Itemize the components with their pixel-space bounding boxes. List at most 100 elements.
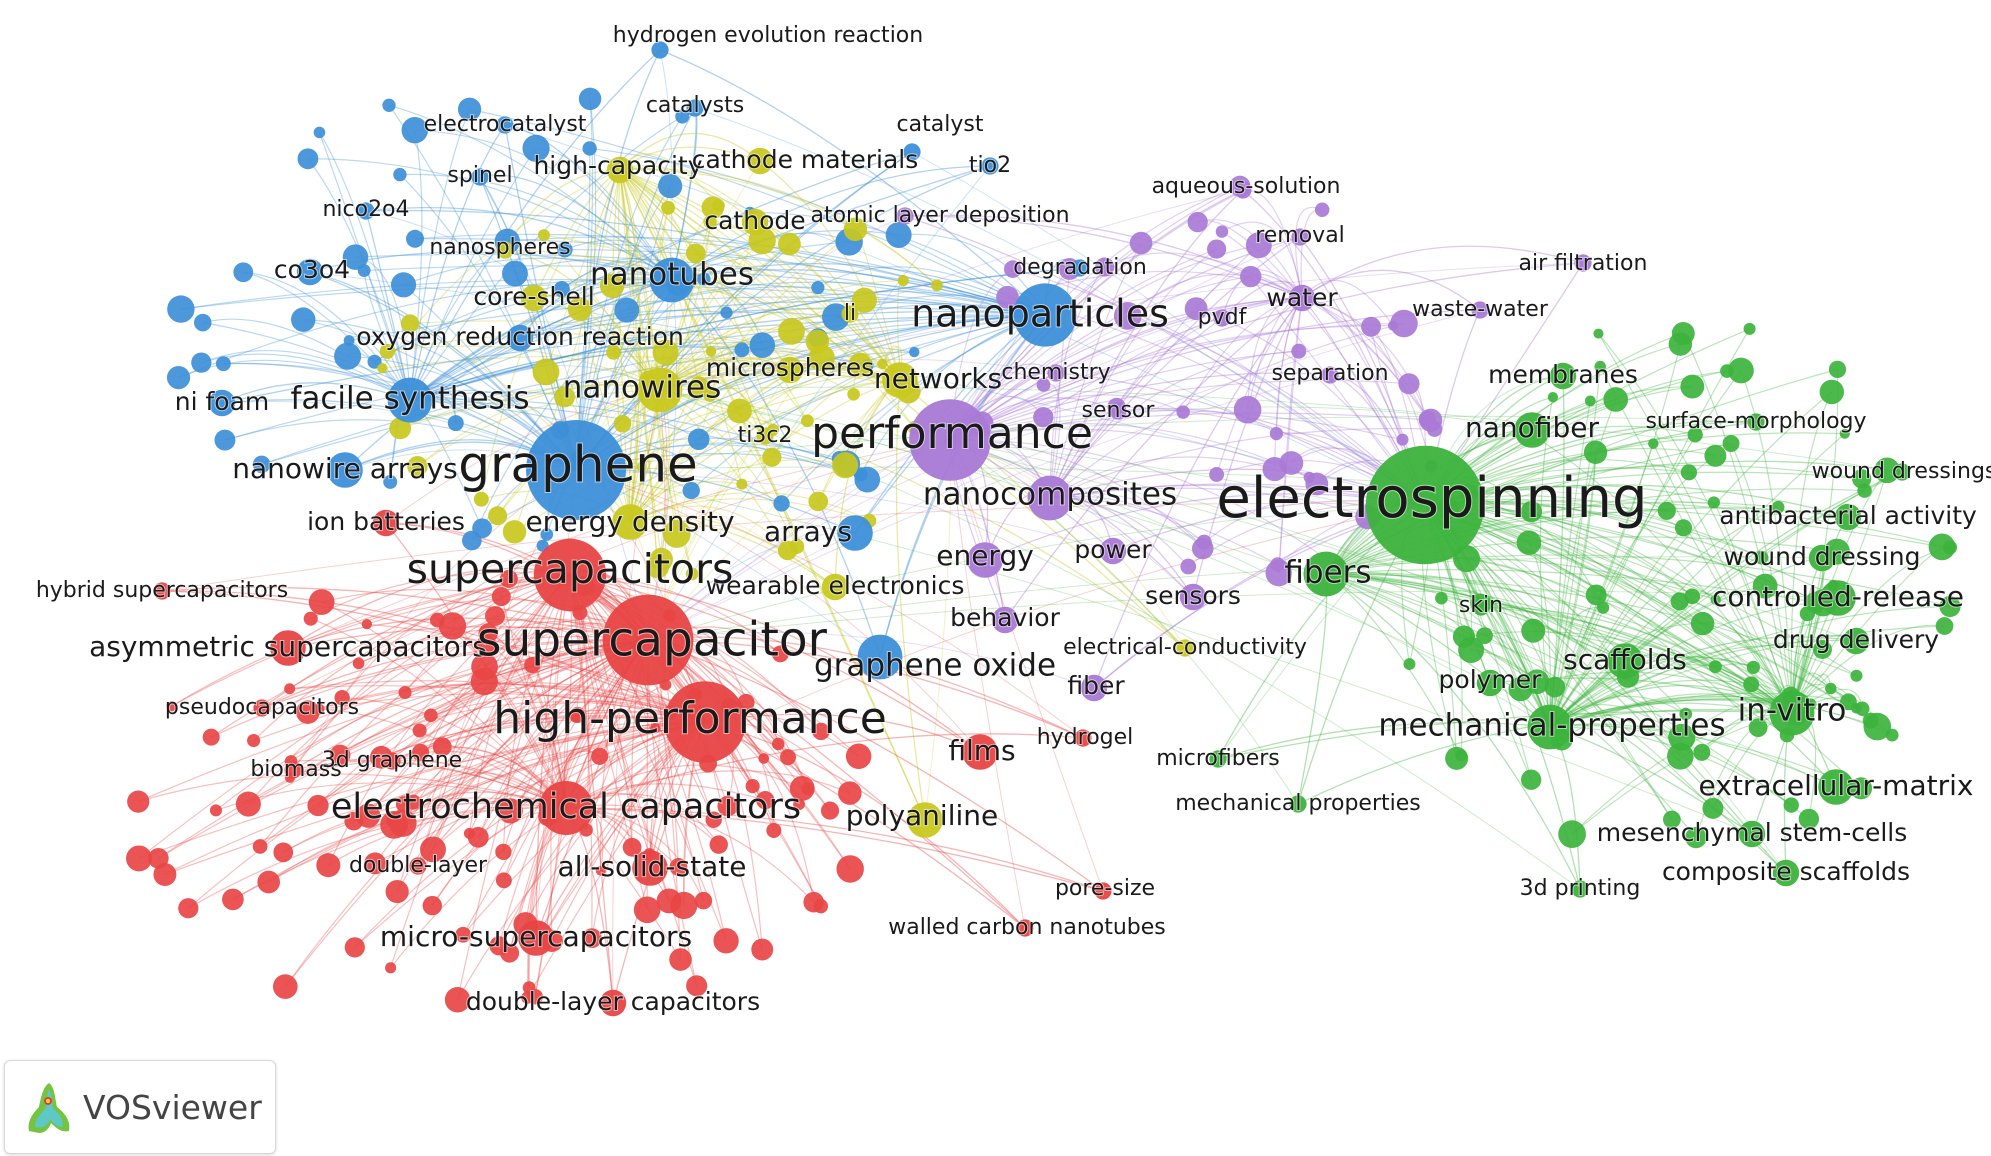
node-label[interactable]: aqueous-solution	[1151, 173, 1342, 200]
network-node[interactable]	[387, 377, 433, 423]
node-label[interactable]: sensors	[1144, 580, 1242, 611]
node-label[interactable]: microfibers	[1155, 745, 1281, 772]
network-node[interactable]	[1213, 309, 1231, 327]
network-node[interactable]	[1476, 669, 1504, 697]
network-node[interactable]	[1109, 402, 1127, 420]
network-node[interactable]	[896, 207, 914, 225]
network-node-unlabeled[interactable]	[851, 287, 877, 313]
network-node-unlabeled[interactable]	[522, 134, 550, 162]
network-node-unlabeled[interactable]	[567, 297, 592, 322]
network-node-unlabeled[interactable]	[191, 352, 212, 373]
network-node-unlabeled[interactable]	[489, 936, 509, 956]
network-node-unlabeled[interactable]	[342, 244, 369, 270]
network-node-unlabeled[interactable]	[502, 520, 527, 544]
network-node-unlabeled[interactable]	[820, 801, 840, 820]
network-node-unlabeled[interactable]	[1743, 322, 1756, 335]
network-node-unlabeled[interactable]	[422, 895, 442, 916]
network-node[interactable]	[1769, 690, 1815, 736]
network-node[interactable]	[1842, 627, 1870, 655]
network-node-unlabeled[interactable]	[1690, 611, 1715, 636]
node-label[interactable]: performance	[810, 407, 1094, 460]
network-node-unlabeled[interactable]	[1662, 810, 1681, 829]
node-label[interactable]: nico2o4	[321, 196, 410, 223]
network-node[interactable]	[372, 509, 400, 537]
network-node-unlabeled[interactable]	[1361, 316, 1382, 337]
node-label[interactable]: micro-supercapacitors	[379, 919, 693, 954]
network-node-unlabeled[interactable]	[1939, 595, 1961, 618]
network-node-unlabeled[interactable]	[1184, 297, 1208, 321]
network-node-unlabeled[interactable]	[1668, 723, 1696, 751]
node-label[interactable]: water	[1265, 282, 1339, 313]
network-node[interactable]	[1016, 919, 1034, 937]
network-node-unlabeled[interactable]	[407, 456, 428, 477]
network-node-unlabeled[interactable]	[272, 974, 298, 999]
node-label[interactable]: surface-morphology	[1644, 408, 1867, 435]
network-node-unlabeled[interactable]	[646, 555, 670, 579]
network-node[interactable]	[1834, 503, 1862, 531]
network-node-unlabeled[interactable]	[1452, 625, 1476, 648]
network-node[interactable]	[471, 168, 489, 186]
network-node-unlabeled[interactable]	[1935, 617, 1954, 635]
network-node-unlabeled[interactable]	[1521, 618, 1546, 643]
network-node-unlabeled[interactable]	[257, 870, 281, 894]
node-label[interactable]: co3o4	[273, 254, 351, 285]
network-node-unlabeled[interactable]	[1722, 435, 1740, 453]
network-node-unlabeled[interactable]	[1684, 588, 1701, 605]
network-node-unlabeled[interactable]	[1305, 472, 1329, 496]
node-label[interactable]: nanofiber	[1464, 410, 1600, 445]
network-node-unlabeled[interactable]	[485, 605, 505, 626]
network-node-unlabeled[interactable]	[897, 275, 909, 287]
network-node[interactable]	[962, 734, 998, 770]
network-node-unlabeled[interactable]	[1196, 534, 1212, 550]
network-node[interactable]	[1176, 639, 1194, 657]
node-label[interactable]: oxygen reduction reaction	[355, 321, 685, 352]
network-node-unlabeled[interactable]	[650, 723, 661, 734]
network-node-unlabeled[interactable]	[389, 417, 412, 440]
network-node[interactable]	[981, 157, 999, 175]
network-node-unlabeled[interactable]	[652, 339, 679, 366]
network-node-unlabeled[interactable]	[771, 737, 785, 751]
network-node-unlabeled[interactable]	[813, 899, 829, 914]
network-node-unlabeled[interactable]	[686, 975, 708, 997]
network-node[interactable]	[526, 420, 626, 520]
network-node[interactable]	[1738, 820, 1766, 848]
network-node-unlabeled[interactable]	[524, 656, 541, 674]
node-label[interactable]: chemistry	[1000, 359, 1111, 386]
network-node[interactable]	[520, 284, 548, 312]
node-label[interactable]: drug delivery	[1772, 624, 1940, 655]
node-label[interactable]: extracellular-matrix	[1698, 768, 1975, 803]
node-label[interactable]: ion batteries	[306, 506, 466, 537]
network-node-unlabeled[interactable]	[1426, 421, 1443, 437]
node-label[interactable]: wearable electronics	[705, 570, 966, 601]
network-node[interactable]	[496, 116, 514, 134]
network-node[interactable]	[327, 452, 363, 488]
network-node[interactable]	[651, 41, 669, 59]
network-node-unlabeled[interactable]	[385, 962, 397, 974]
network-node-unlabeled[interactable]	[344, 811, 364, 831]
network-node[interactable]	[1094, 882, 1112, 900]
network-node[interactable]	[1179, 583, 1207, 611]
network-node-unlabeled[interactable]	[778, 317, 805, 345]
network-node-unlabeled[interactable]	[382, 98, 396, 112]
network-node-unlabeled[interactable]	[712, 199, 725, 212]
network-node[interactable]	[776, 356, 804, 384]
network-node-unlabeled[interactable]	[877, 358, 888, 370]
network-node-unlabeled[interactable]	[1239, 265, 1262, 288]
network-node-unlabeled[interactable]	[1674, 519, 1693, 537]
node-label[interactable]: energy	[935, 538, 1035, 573]
network-node-unlabeled[interactable]	[214, 429, 236, 451]
network-node-unlabeled[interactable]	[766, 822, 782, 839]
network-node-unlabeled[interactable]	[252, 839, 268, 854]
network-node-unlabeled[interactable]	[178, 898, 199, 919]
network-node[interactable]	[612, 504, 648, 540]
network-node-unlabeled[interactable]	[367, 354, 382, 369]
node-label[interactable]: biomass	[249, 756, 342, 783]
network-node-unlabeled[interactable]	[581, 928, 602, 949]
network-node-unlabeled[interactable]	[334, 689, 350, 706]
network-node-unlabeled[interactable]	[658, 173, 683, 199]
network-node-unlabeled[interactable]	[222, 888, 244, 911]
network-node-unlabeled[interactable]	[780, 749, 797, 766]
network-node-unlabeled[interactable]	[532, 358, 560, 386]
